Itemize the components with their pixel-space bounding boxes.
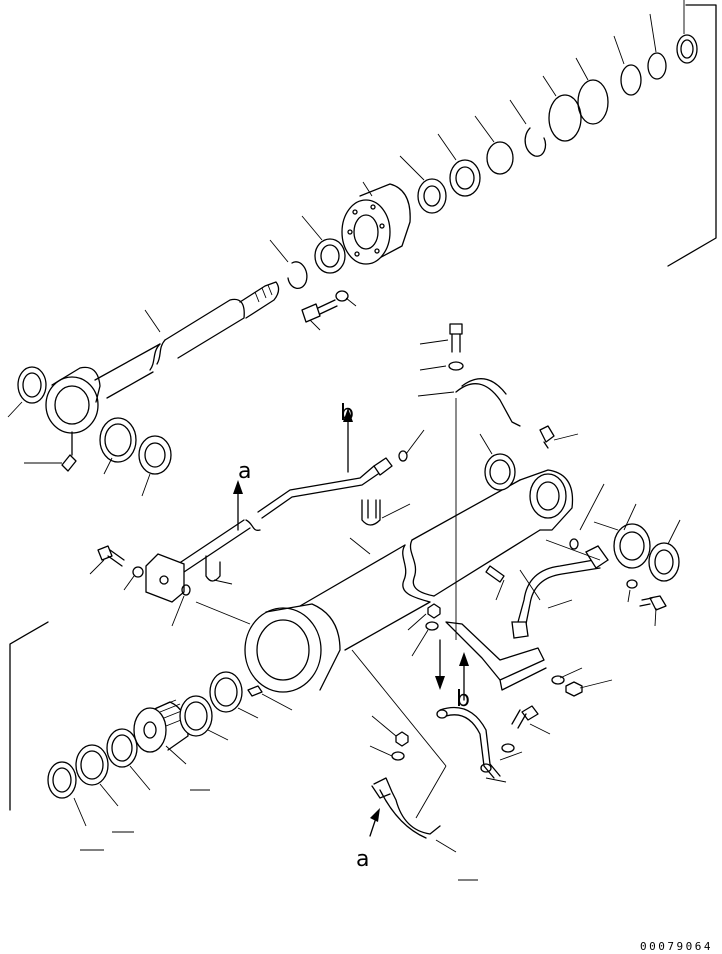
callout-a-lower: a [356,847,369,872]
group-bracket-top [667,4,717,267]
cylinder-head [341,183,411,265]
callout-b-upper: b [340,401,354,426]
bolt-top [448,323,464,371]
pipe-a [171,480,261,577]
hose-b [257,408,408,519]
bolt-left [97,545,191,596]
callout-a-upper: a [238,459,251,484]
group-bracket-bottom [9,621,49,811]
rod-eye [45,366,101,434]
seal-stack-lower [47,671,263,799]
leader-lines-lower-right [351,649,551,881]
callout-b-lower: b [456,687,470,712]
clamp-band-lower-a [369,777,441,839]
bushing-left [17,366,47,404]
piston-rod [94,281,280,399]
u-bolt-2 [205,555,221,582]
cylinder-tube [244,479,541,693]
elbow-fitting [539,425,555,449]
seal-stack-upper [417,34,698,214]
bolt-lower-b [501,705,539,753]
hose-right [511,545,609,639]
bolt-right [626,579,667,611]
leader-lines-lower [73,693,293,851]
ring-1 [314,238,346,274]
nut-washer-right [551,675,583,697]
bushing-right [484,453,680,582]
grease-fitting-1 [61,431,77,472]
bushing-pair [99,417,172,475]
clamp-band-lower-b [436,652,501,779]
flange-block [145,553,185,603]
clamp-band-upper [455,378,521,427]
leader-lines-upper [7,0,685,497]
document-code: 00079064 [640,940,713,953]
u-bolt-1 [361,499,381,526]
bracket-lower [445,621,547,691]
snap-ring-1 [287,261,308,289]
nut-washer-lower [391,731,409,761]
small-parts-center [425,538,579,690]
leader-lines-middle [89,339,681,689]
head-bolt [301,290,349,323]
bottom-eye [519,469,574,531]
